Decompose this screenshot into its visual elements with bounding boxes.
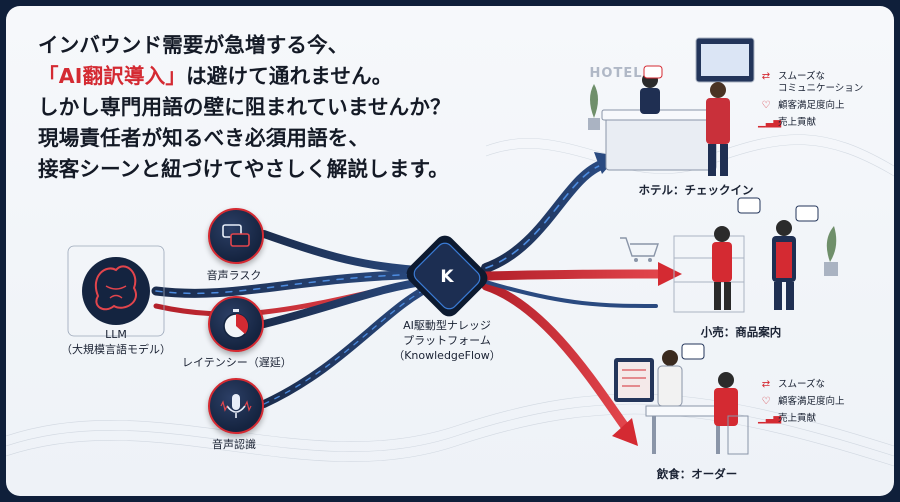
benefit-text: コミュニケーション: [778, 83, 864, 94]
voice-task-node: [208, 208, 264, 264]
headline: インバウンド需要が急増する今、 「AI翻訳導入」は避けて通れません。 しかし専門…: [38, 30, 518, 185]
svg-text:K: K: [440, 267, 454, 287]
platform-label-line-1: AI駆動型ナレッジ: [403, 319, 491, 332]
llm-brain-icon: [67, 245, 165, 337]
infographic-frame: K: [6, 6, 894, 496]
platform-label-line-2: プラットフォーム: [403, 334, 491, 347]
latency-label: レイテンシー（遅延）: [182, 356, 292, 369]
hotel-scene-label: ホテル：チェックイン: [638, 183, 754, 197]
benefits-dining: ⇄ スムーズな ♡ 顧客満足度向上 ▁▃▅売上貢献: [758, 376, 845, 427]
exchange-arrows-icon: ⇄: [761, 71, 771, 82]
benefit-text: 売上貢献: [778, 117, 817, 128]
benefit-text: 顧客満足度向上: [778, 396, 845, 407]
benefits-hotel: ⇄ スムーズな コミュニケーション ♡ 顧客満足度向上 ▁▃▅売上貢献: [758, 68, 863, 131]
voice-task-label: 音声ラスク: [206, 269, 262, 282]
heart-icon: ♡: [761, 396, 771, 407]
speech-recognition-label: 音声認識: [212, 438, 256, 451]
benefit-text: 顧客満足度向上: [778, 100, 845, 111]
heart-icon: ♡: [761, 100, 771, 111]
hotel-illustration: [588, 37, 755, 176]
platform-label: AI駆動型ナレッジ プラットフォーム （KnowledgeFlow）: [382, 318, 512, 363]
benefit-smooth: ⇄ スムーズな: [758, 376, 845, 393]
benefit-text: 売上貢献: [778, 413, 817, 424]
stopwatch-icon: [223, 309, 249, 339]
flow-output-arrows: [481, 159, 666, 433]
flow-illustration: K: [6, 37, 894, 467]
benefit-smooth: ⇄ スムーズな: [758, 68, 863, 85]
headline-line-4: 現場責任者が知るべき必須用語を、: [38, 126, 370, 150]
retail-scene-label: 小売：商品案内: [700, 325, 782, 339]
retail-illustration: [620, 197, 838, 313]
headline-line-2: 「AI翻訳導入」は避けて通れません。: [38, 61, 518, 92]
bar-chart-icon: ▁▃▅: [758, 413, 782, 424]
headline-line-5: 接客シーンと紐づけてやさしく解説します。: [38, 157, 449, 181]
headline-line-3: しかし専門用語の壁に阻まれていませんか？: [38, 95, 451, 119]
benefit-sales: ▁▃▅売上貢献: [758, 410, 845, 427]
exchange-arrows-icon: ⇄: [761, 379, 771, 390]
headline-line-2-rest: は避けて通れません。: [186, 64, 393, 88]
headline-line-1: インバウンド需要が急増する今、: [38, 33, 349, 57]
platform-cube: K: [406, 235, 488, 317]
headline-highlight: 「AI翻訳導入」: [38, 64, 187, 88]
arrowhead-retail: [658, 262, 682, 286]
benefit-text: スムーズな: [778, 379, 826, 390]
benefit-sales: ▁▃▅売上貢献: [758, 114, 863, 131]
chat-bubbles-icon: [222, 224, 250, 247]
hotel-sign: HOTEL: [589, 66, 643, 81]
platform-label-line-3: （KnowledgeFlow）: [393, 349, 501, 362]
arrowhead-dining: [612, 418, 638, 446]
dining-scene-label: 飲食：オーダー: [656, 467, 738, 481]
speech-recognition-node: [208, 378, 264, 434]
llm-label-line-2: （大規模言語モデル）: [61, 343, 171, 356]
benefit-text: スムーズな: [778, 71, 826, 82]
dining-illustration: [614, 343, 749, 455]
benefit-satisfaction: ♡ 顧客満足度向上: [758, 97, 863, 114]
microphone-icon: [220, 394, 252, 418]
bar-chart-icon: ▁▃▅: [758, 117, 782, 128]
llm-label: LLM （大規模言語モデル）: [61, 328, 171, 357]
latency-node: [208, 296, 264, 352]
llm-label-line-1: LLM: [105, 328, 127, 341]
benefit-satisfaction: ♡ 顧客満足度向上: [758, 393, 845, 410]
benefit-communication: コミュニケーション: [758, 80, 863, 97]
